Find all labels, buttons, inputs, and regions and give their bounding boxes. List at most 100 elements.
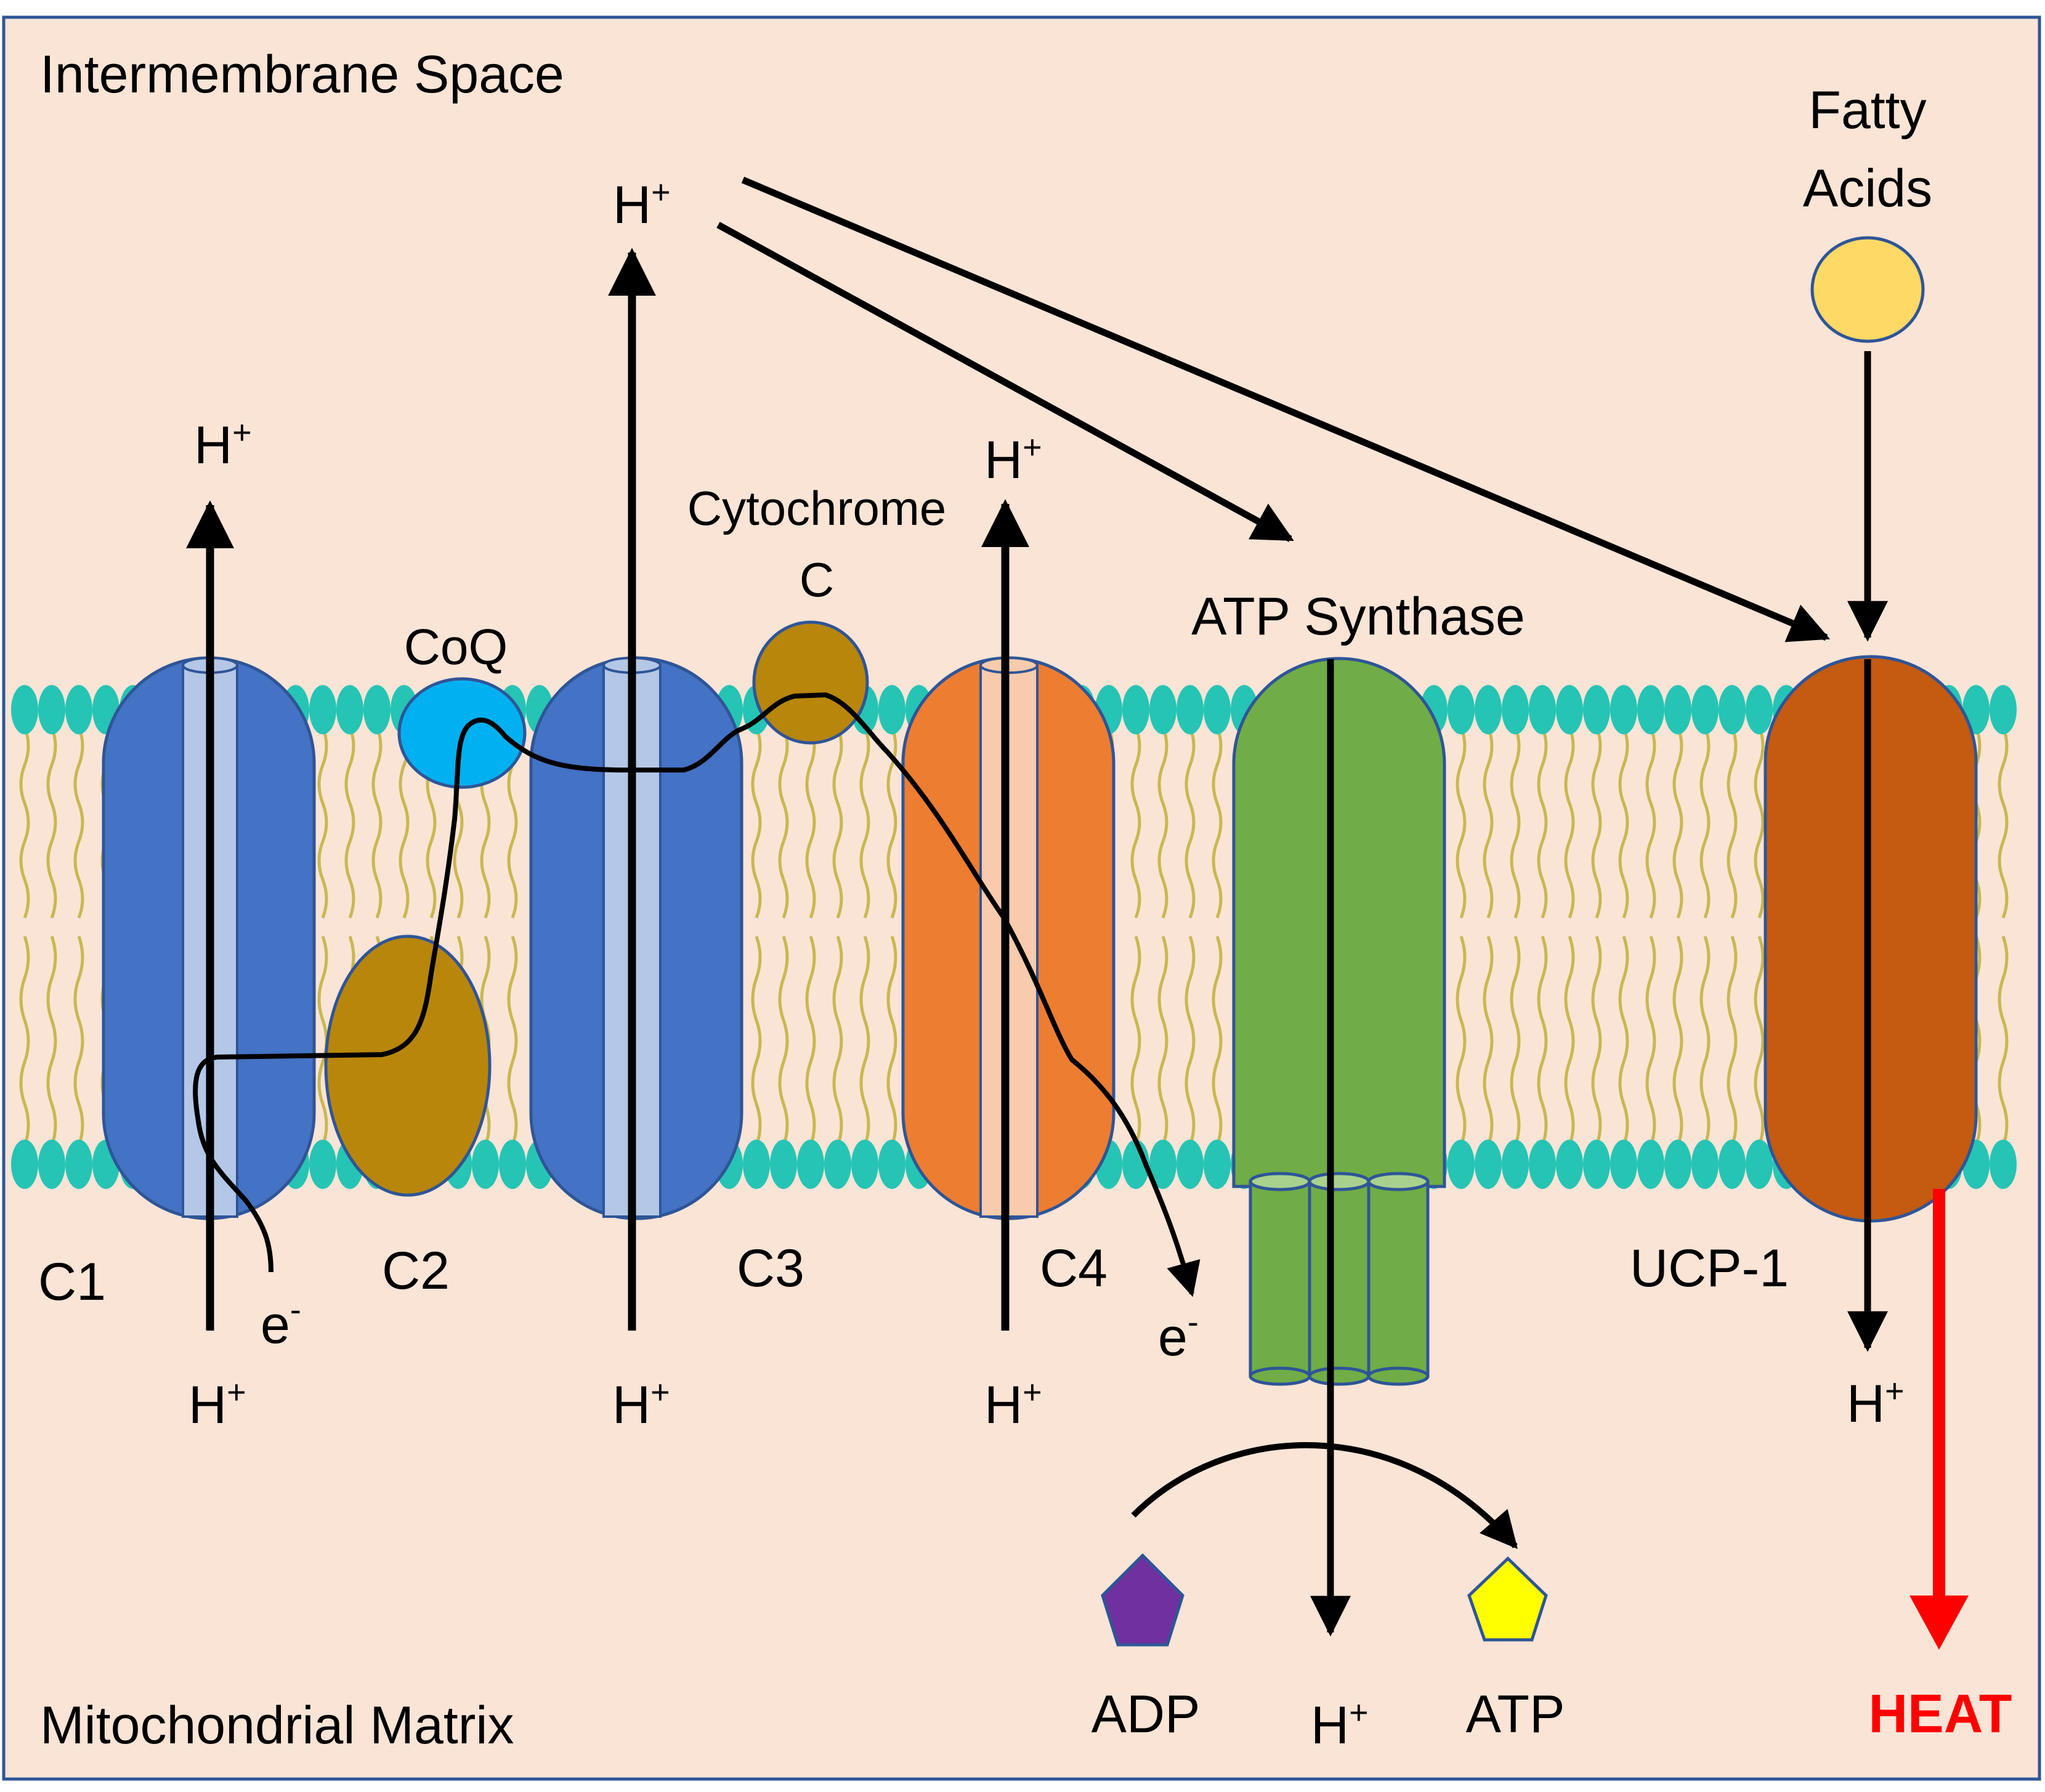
stalk-right-bottom: [1367, 1366, 1430, 1386]
c4-label: C4: [1040, 1239, 1108, 1298]
lipid-tail: [1645, 936, 1656, 1146]
stalk-middle-top: [1308, 1172, 1371, 1191]
proton-label-ucp1-bottom: H+: [1847, 1372, 1905, 1433]
lipid-head: [11, 685, 38, 734]
lipid-tail: [46, 726, 57, 918]
lipid-tail: [886, 936, 897, 1146]
lipid-head: [1746, 685, 1773, 734]
lipid-head: [65, 1140, 92, 1189]
adp-to-atp-arc: [1131, 1442, 1518, 1549]
proton-to-ucp1-arrow: [741, 176, 1831, 643]
proton-label-c1-top: H+: [194, 414, 252, 475]
lipid-head: [851, 1140, 878, 1189]
lipid-head: [11, 1140, 38, 1189]
heat-label: HEAT: [1868, 1683, 2012, 1744]
complex-3: [529, 656, 743, 1220]
lipid-tail: [1564, 726, 1575, 918]
electron-label-start: e-: [261, 1291, 301, 1355]
atp-synthase-body: [1232, 657, 1446, 1188]
lipid-tail: [1645, 726, 1656, 918]
lipid-tail: [859, 936, 870, 1146]
lipid-tail: [1672, 936, 1683, 1146]
lipid-head: [309, 1140, 336, 1189]
lipid-head: [1664, 685, 1691, 734]
lipid-head: [1176, 685, 1204, 734]
lipid-tail: [1591, 726, 1602, 918]
lipid-tail: [805, 936, 816, 1146]
lipid-tail: [1537, 936, 1548, 1146]
lipid-tail: [1130, 936, 1141, 1146]
lipid-head: [1691, 685, 1719, 734]
lipid-tail: [1184, 726, 1196, 918]
lipid-head: [1149, 1140, 1176, 1189]
lipid-tail: [859, 726, 870, 918]
lipid-tail: [1618, 936, 1629, 1146]
lipid-head: [1719, 1140, 1746, 1189]
lipid-tail: [832, 936, 843, 1146]
proton-label-c1-bottom: H+: [188, 1374, 246, 1435]
lipid-head: [1746, 1140, 1773, 1189]
lipid-head: [743, 1140, 770, 1189]
lipid-head: [1502, 685, 1529, 734]
c2-label: C2: [382, 1241, 450, 1300]
proton-label-c3-bottom: H+: [612, 1374, 670, 1435]
lipid-head: [1475, 685, 1502, 734]
c1-label: C1: [38, 1252, 106, 1312]
lipid-tail: [371, 726, 383, 918]
lipid-head: [1529, 685, 1556, 734]
lipid-tail: [1591, 936, 1602, 1146]
electron-label-end: e-: [1158, 1303, 1199, 1367]
atp-synthase-stalk-middle: [1308, 1180, 1371, 1378]
lipid-head: [824, 1140, 851, 1189]
lipid-tail: [1998, 726, 2009, 918]
proton-to-atp-synthase-arrow: [716, 222, 1294, 542]
adp-label: ADP: [1091, 1685, 1201, 1744]
proton-label-c4-bottom: H+: [984, 1374, 1042, 1435]
stalk-left-bottom: [1249, 1366, 1311, 1386]
lipid-tail: [1727, 936, 1738, 1146]
lipid-tail: [1130, 726, 1141, 918]
lipid-tail: [1483, 726, 1494, 918]
lipid-tail: [399, 726, 410, 918]
lipid-head: [1176, 1140, 1204, 1189]
atp-label: ATP: [1466, 1685, 1565, 1744]
atp-molecule: [1467, 1556, 1548, 1642]
lipid-tail: [19, 936, 30, 1146]
lipid-head: [1637, 1140, 1664, 1189]
lipid-tail: [344, 726, 355, 918]
lipid-tail: [507, 936, 518, 1146]
lipid-tail: [1483, 936, 1494, 1146]
lipid-tail: [1157, 936, 1168, 1146]
lipid-tail: [751, 726, 762, 918]
fatty-acids-label-line2: Acids: [1803, 159, 1932, 218]
lipid-tail: [46, 936, 57, 1146]
lipid-tail: [19, 726, 30, 918]
lipid-head: [1583, 1140, 1610, 1189]
lipid-head: [1204, 685, 1231, 734]
lipid-head: [797, 1140, 824, 1189]
lipid-tail: [805, 726, 816, 918]
lipid-head: [1990, 1140, 2017, 1189]
lipid-tail: [1510, 726, 1521, 918]
c3-label: C3: [737, 1239, 804, 1298]
lipid-tail: [1537, 726, 1548, 918]
lipid-head: [499, 1140, 526, 1189]
atp-synthase-stalk-left: [1249, 1180, 1311, 1378]
lipid-tail: [1510, 936, 1521, 1146]
atp-synthase-stalk-right: [1367, 1180, 1430, 1378]
atp-synthase: [1232, 657, 1446, 1386]
lipid-tail: [1754, 936, 1765, 1146]
lipid-head: [1610, 685, 1637, 734]
lipid-head: [878, 685, 905, 734]
mitochondrial-matrix-label: Mitochondrial Matrix: [40, 1696, 514, 1755]
lipid-tail: [1618, 726, 1629, 918]
coq-label: CoQ: [404, 619, 508, 675]
stalk-middle-bottom: [1308, 1366, 1371, 1386]
lipid-head: [309, 685, 336, 734]
cytochrome-c-carrier: [752, 620, 869, 745]
lipid-head: [1502, 1140, 1529, 1189]
lipid-head: [1556, 1140, 1583, 1189]
lipid-head: [38, 685, 65, 734]
stalk-right-top: [1367, 1172, 1430, 1191]
